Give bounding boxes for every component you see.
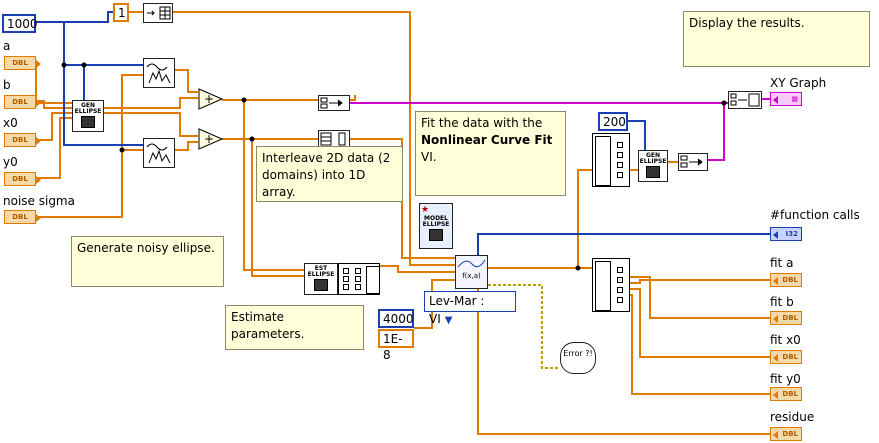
control-x0[interactable]: DBL <box>4 133 41 147</box>
fit-b-terminal[interactable]: DBL <box>770 311 802 325</box>
xy-graph-terminal[interactable]: ▦ <box>770 92 802 106</box>
control-b[interactable]: DBL <box>4 95 41 109</box>
display-results-comment: Display the results. <box>683 11 870 67</box>
gen-ellipse-subvi[interactable]: GEN ELLIPSE <box>72 100 104 132</box>
control-y0[interactable]: DBL <box>4 172 41 186</box>
fit-x0-terminal[interactable]: DBL <box>770 350 802 364</box>
fit-a-terminal[interactable]: DBL <box>770 273 802 287</box>
fit-a-label: fit a <box>770 256 794 270</box>
control-label-b: b <box>3 78 11 92</box>
gen-ellipse-subvi-display[interactable]: GEN ELLIPSE <box>638 150 668 182</box>
chevron-down-icon[interactable]: ▼ <box>444 315 453 326</box>
fit-x0-label: fit x0 <box>770 333 801 347</box>
fit-method-value: Lev-Mar : VI <box>429 294 485 326</box>
subvi-icon <box>646 166 660 178</box>
subvi-icon <box>429 229 443 241</box>
estimate-parameters-comment: Estimate parameters. <box>225 305 364 350</box>
control-noise-sigma[interactable]: DBL <box>4 210 41 224</box>
est-ellipse-subvi[interactable]: EST ELLIPSE <box>304 263 338 295</box>
tolerance-constant[interactable]: 1E-8 <box>378 329 414 362</box>
unbundle-cluster-top[interactable] <box>592 133 630 187</box>
control-label-noise-sigma: noise sigma <box>3 194 75 208</box>
control-label-a: a <box>3 39 11 53</box>
gaussian-noise-node-2[interactable] <box>143 138 175 168</box>
add-node-1[interactable]: + <box>198 88 224 110</box>
curve-fit-glyph: f(x,a) <box>462 272 481 280</box>
xy-graph-label: XY Graph <box>770 76 827 90</box>
function-calls-label: #function calls <box>770 208 860 222</box>
unbundle-cluster-fit[interactable] <box>592 258 630 312</box>
model-ellipse-label: MODEL ELLIPSE <box>422 215 450 228</box>
control-label-y0: y0 <box>3 155 18 169</box>
fit-y0-label: fit y0 <box>770 372 801 386</box>
est-ellipse-label: EST ELLIPSE <box>307 265 335 278</box>
max-iterations-constant[interactable]: 4000 <box>378 309 414 328</box>
gen-ellipse-label: GEN ELLIPSE <box>639 152 667 165</box>
gen-ellipse-label: GEN ELLIPSE <box>74 102 102 115</box>
generate-noisy-ellipse-comment: Generate noisy ellipse. <box>71 236 224 287</box>
plus-glyph: + <box>204 92 214 106</box>
unbundle-est-node[interactable] <box>338 263 380 295</box>
residue-terminal[interactable]: DBL <box>770 427 802 441</box>
fit-comment-text-pre: Fit the data with the <box>421 116 543 130</box>
interleave-index-constant[interactable]: 1 <box>113 3 129 22</box>
nonlinear-curve-fit-node[interactable]: f(x,a) <box>455 255 488 289</box>
plot-points-constant[interactable]: 200 <box>598 112 628 131</box>
build-array-node[interactable] <box>143 3 173 23</box>
gaussian-noise-node-1[interactable] <box>143 58 175 88</box>
subvi-icon <box>81 116 95 128</box>
control-label-x0: x0 <box>3 116 18 130</box>
subvi-icon <box>314 279 328 291</box>
bundle-node-display[interactable] <box>678 153 708 171</box>
fit-comment-vi-name: Nonlinear Curve Fit <box>421 133 553 147</box>
fit-data-comment: Fit the data with the Nonlinear Curve Fi… <box>415 111 566 196</box>
fit-comment-text-post: VI. <box>421 150 437 164</box>
interleave-comment: Interleave 2D data (2 domains) into 1D a… <box>256 146 403 202</box>
fit-b-label: fit b <box>770 295 794 309</box>
add-node-2[interactable]: + <box>198 128 224 150</box>
graph-icon: ▦ <box>791 95 798 103</box>
error-handler-node[interactable]: Error ?! <box>560 342 596 374</box>
bundle-node[interactable] <box>318 95 350 111</box>
fit-y0-terminal[interactable]: DBL <box>770 387 802 401</box>
star-icon: ★ <box>421 205 430 215</box>
control-a[interactable]: DBL <box>4 56 41 70</box>
build-cluster-node[interactable] <box>728 91 762 109</box>
fit-method-ring[interactable]: Lev-Mar : VI▼ <box>424 291 516 326</box>
model-ellipse-vi-reference[interactable]: ★ MODEL ELLIPSE <box>419 203 453 249</box>
error-glyph: Error ?! <box>563 349 593 358</box>
residue-label: residue <box>770 410 815 424</box>
function-calls-terminal[interactable]: I32 <box>770 227 802 241</box>
plus-glyph: + <box>204 132 214 146</box>
n-points-constant[interactable]: 1000 <box>2 14 38 33</box>
